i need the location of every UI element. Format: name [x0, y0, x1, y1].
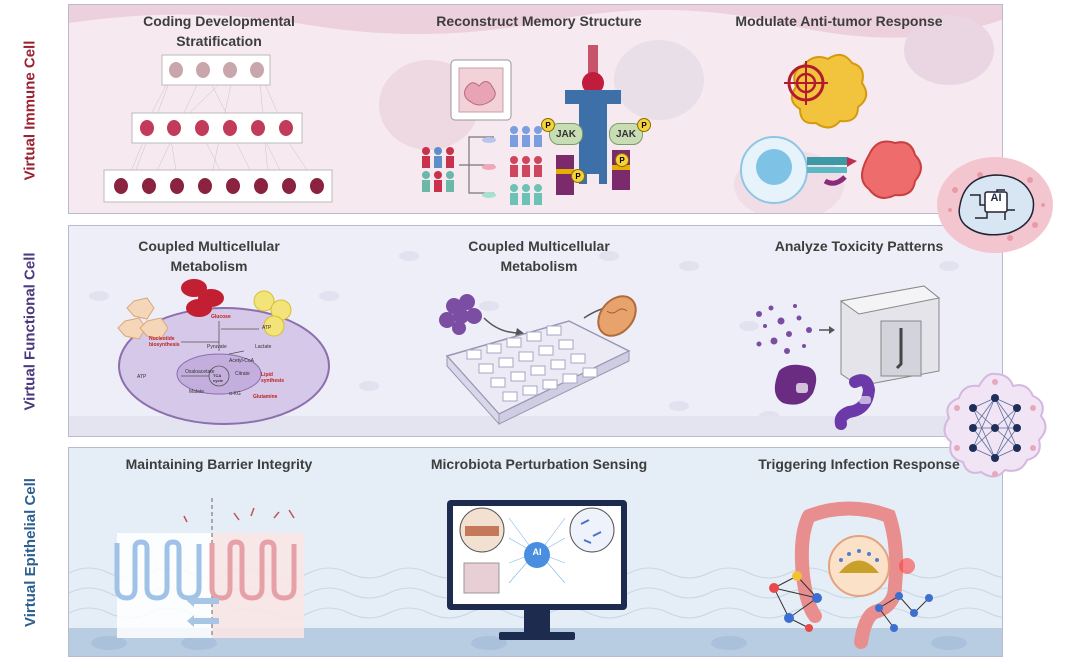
title-barrier-integrity: Maintaining Barrier Integrity: [125, 456, 313, 472]
metab-nucleotide: Nucleotide biosynthesis: [149, 336, 180, 348]
row-label-immune-text: Virtual Immune Cell: [21, 40, 39, 181]
phospho-badge-4: P: [571, 169, 585, 183]
metab-pyruvate: Pyruvate: [207, 344, 227, 350]
title-anti-tumor: Modulate Anti-tumor Response: [735, 13, 943, 29]
metab-glucose: Glucose: [211, 314, 231, 320]
monitor-art: [447, 500, 627, 640]
metab-tca: TCA cycle: [213, 373, 224, 383]
people-group-left: [422, 147, 454, 192]
jak-badge-right: JAK: [609, 123, 643, 145]
metabolism-cell-art: [117, 279, 330, 425]
stratification-network: [103, 54, 333, 203]
title-coding-stratification: Coding Developmental Stratification: [143, 13, 295, 49]
metab-acetyl: Acetyl-CoA: [229, 358, 255, 364]
row-label-epithelial-text: Virtual Epithelial Cell: [21, 477, 39, 627]
barrier-art: [114, 498, 304, 638]
title-multicellular-metabolism-1: Coupled Multicellular Metabolism: [138, 238, 280, 274]
metab-atp-2: ATP: [137, 374, 147, 380]
metab-lactate: Lactate: [255, 344, 272, 350]
metab-atp-1: ATP: [262, 325, 272, 331]
title-memory-structure: Reconstruct Memory Structure: [436, 13, 642, 29]
row-label-immune: Virtual Immune Cell: [0, 8, 60, 213]
phospho-badge-1: P: [541, 118, 555, 132]
phospho-badge-3: P: [615, 153, 629, 167]
ai-chip-label: AI: [990, 192, 1002, 204]
monitor-ai-label: AI: [532, 547, 542, 557]
phospho-badge-2: P: [637, 118, 651, 132]
jak-badge-left: JAK: [549, 123, 583, 145]
title-toxicity-patterns: Analyze Toxicity Patterns: [774, 238, 944, 254]
row-label-epithelial: Virtual Epithelial Cell: [0, 447, 60, 657]
row-label-functional-text: Virtual Functional Cell: [21, 251, 39, 411]
panel-immune: Coding Developmental Stratification Reco…: [68, 4, 1003, 214]
metab-malate: Malate: [189, 389, 205, 395]
well-plate-art: [439, 294, 637, 426]
ai-chip-icon: [937, 157, 1053, 253]
metab-oxaloacetate: Oxaloacetate: [185, 369, 215, 375]
panel-epithelial: Maintaining Barrier Integrity Microbiota…: [68, 447, 1003, 657]
infection-art: [769, 501, 933, 649]
memory-structure-art: [422, 45, 630, 205]
title-infection-response: Triggering Infection Response: [758, 456, 960, 472]
neural-network-icon: [943, 372, 1047, 478]
metab-glutamine: Glutamine: [253, 394, 278, 400]
metab-akg: α-KG: [229, 391, 241, 397]
panel-functional: Coupled Multicellular Metabolism Coupled…: [68, 225, 1003, 437]
metab-citrate: Citrate: [235, 371, 250, 377]
toxicity-art: [756, 285, 941, 430]
anti-tumor-art: [740, 53, 922, 204]
title-microbiota-sensing: Microbiota Perturbation Sensing: [430, 456, 648, 472]
row-label-functional: Virtual Functional Cell: [0, 225, 60, 437]
functional-background: [69, 251, 1002, 436]
title-multicellular-metabolism-2: Coupled Multicellular Metabolism: [468, 238, 610, 274]
metab-lipid: Lipid synthesis: [261, 372, 285, 384]
